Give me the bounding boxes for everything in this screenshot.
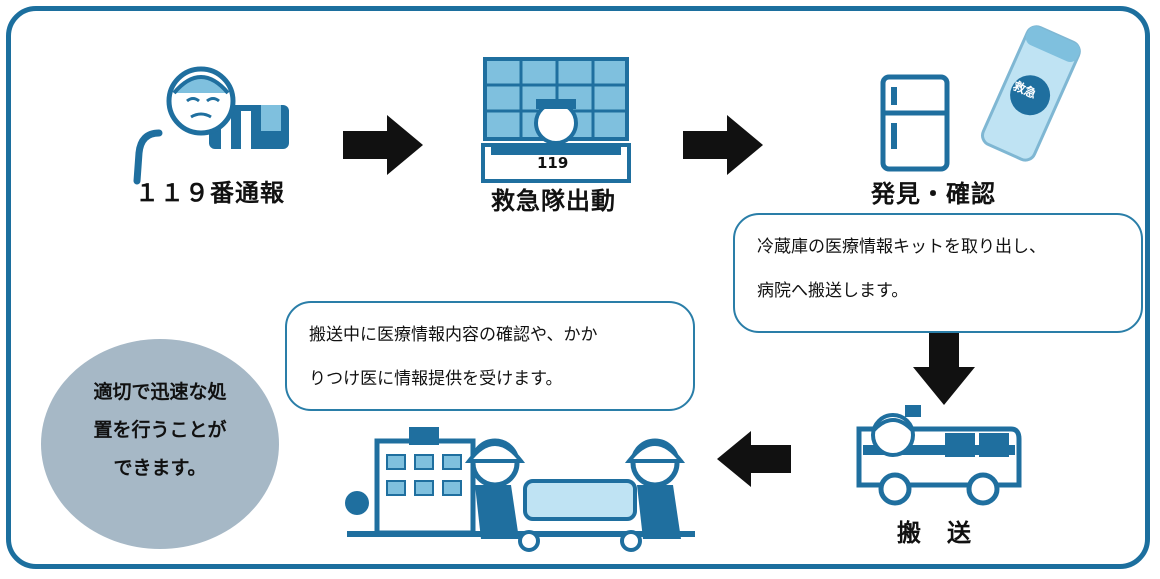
result-text-line1: 適切で迅速な処 bbox=[93, 381, 227, 403]
arrow-down-icon bbox=[913, 333, 975, 405]
arrow-left-icon bbox=[717, 431, 791, 487]
result-text: 適切で迅速な処 置を行うことが できます。 bbox=[41, 373, 279, 487]
step-discover-label: 発見・確認 bbox=[871, 180, 996, 208]
ambulance-icon bbox=[856, 405, 1022, 506]
fridge-kit-bubble-line2: 病院へ搬送します。 bbox=[757, 281, 909, 301]
result-circle bbox=[41, 339, 279, 549]
step-transport-label: 搬 送 bbox=[897, 519, 972, 547]
fridge-kit-bubble-line1: 冷蔵庫の医療情報キットを取り出し、 bbox=[757, 237, 1046, 257]
hospital-info-bubble-line2: りつけ医に情報提供を受けます。 bbox=[309, 369, 563, 389]
dispatch-center-icon bbox=[481, 57, 631, 183]
refrigerator-icon bbox=[880, 74, 950, 172]
step-dispatch-label: 救急隊出動 bbox=[491, 187, 616, 215]
result-text-line3: できます。 bbox=[113, 457, 207, 479]
result-text-line2: 置を行うことが bbox=[93, 419, 227, 441]
dispatch-desk-number: 119 bbox=[537, 154, 569, 172]
hospital-paramedics-illustration bbox=[345, 427, 695, 552]
elderly-person-icon bbox=[133, 66, 289, 185]
medical-kit-bottle-icon bbox=[981, 25, 1081, 162]
arrow-right-icon bbox=[683, 115, 763, 175]
arrow-right-icon bbox=[343, 115, 423, 175]
hospital-info-bubble: 搬送中に医療情報内容の確認や、かか りつけ医に情報提供を受けます。 bbox=[285, 301, 695, 411]
flow-diagram-frame: １１９番通報 119 救急隊出動 救急 発 bbox=[6, 6, 1150, 569]
fridge-kit-bubble: 冷蔵庫の医療情報キットを取り出し、 病院へ搬送します。 bbox=[733, 213, 1143, 333]
hospital-info-bubble-line1: 搬送中に医療情報内容の確認や、かか bbox=[309, 325, 598, 345]
step-119-call-label: １１９番通報 bbox=[135, 179, 285, 207]
